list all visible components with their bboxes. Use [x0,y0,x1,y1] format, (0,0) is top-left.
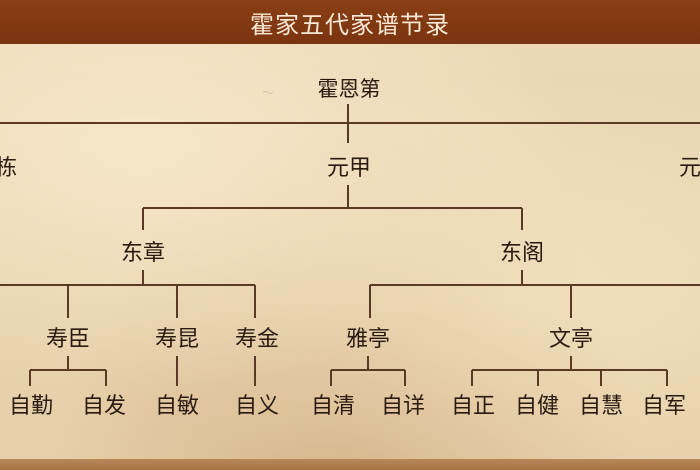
node-gen5-a1: 自勤 [8,394,54,419]
node-gen5-d2: 自详 [380,394,426,419]
node-gen4-d: 雅亭 [345,327,391,352]
node-gen4-b: 寿昆 [154,327,200,352]
node-gen3-left: 东章 [120,241,166,266]
node-gen5-d1: 自清 [310,394,356,419]
node-gen5-e1: 自正 [450,394,496,419]
node-gen3-right: 东阁 [499,241,545,266]
node-gen2-left-partial: 栋 [0,156,18,181]
node-gen4-a: 寿臣 [45,327,91,352]
watermark-icon: 〜 [262,86,275,100]
diagram-title: 霍家五代家谱节录 [250,10,450,39]
node-gen4-e: 文亭 [548,327,594,352]
bottom-border [0,459,700,470]
node-gen5-e4: 自军 [641,394,687,419]
node-gen5-c1: 自义 [234,394,280,419]
node-gen5-e2: 自健 [514,394,560,419]
node-gen4-c: 寿金 [234,327,280,352]
node-gen5-a2: 自发 [81,394,127,419]
node-gen2-right-partial: 元 [678,156,700,181]
node-gen5-e3: 自慧 [578,394,624,419]
node-gen2-center: 元甲 [326,156,372,181]
node-root: 霍恩第 [317,77,381,101]
title-bar: 霍家五代家谱节录 [0,0,700,44]
node-gen5-b1: 自敏 [154,394,200,419]
parchment-background [0,44,700,459]
